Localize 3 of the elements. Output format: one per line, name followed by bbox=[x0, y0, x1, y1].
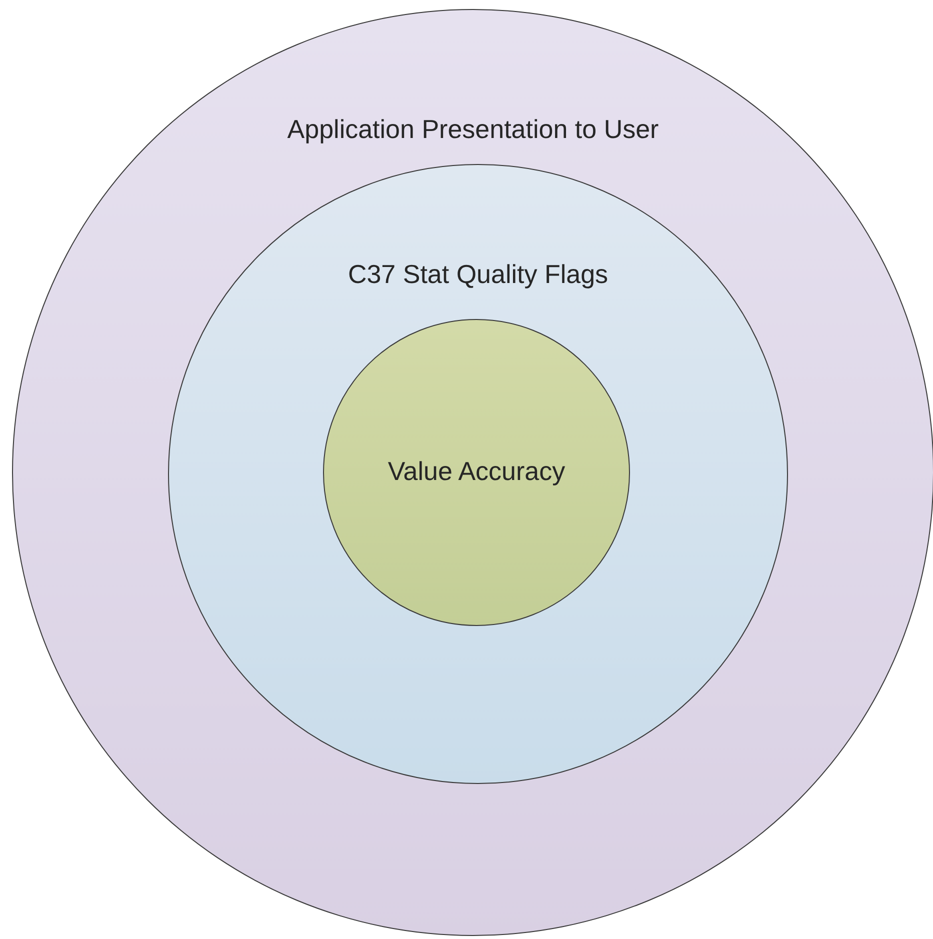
circle-label: C37 Stat Quality Flags bbox=[348, 259, 608, 290]
circle-label: Value Accuracy bbox=[388, 456, 566, 486]
circle-label: Application Presentation to User bbox=[287, 114, 659, 145]
